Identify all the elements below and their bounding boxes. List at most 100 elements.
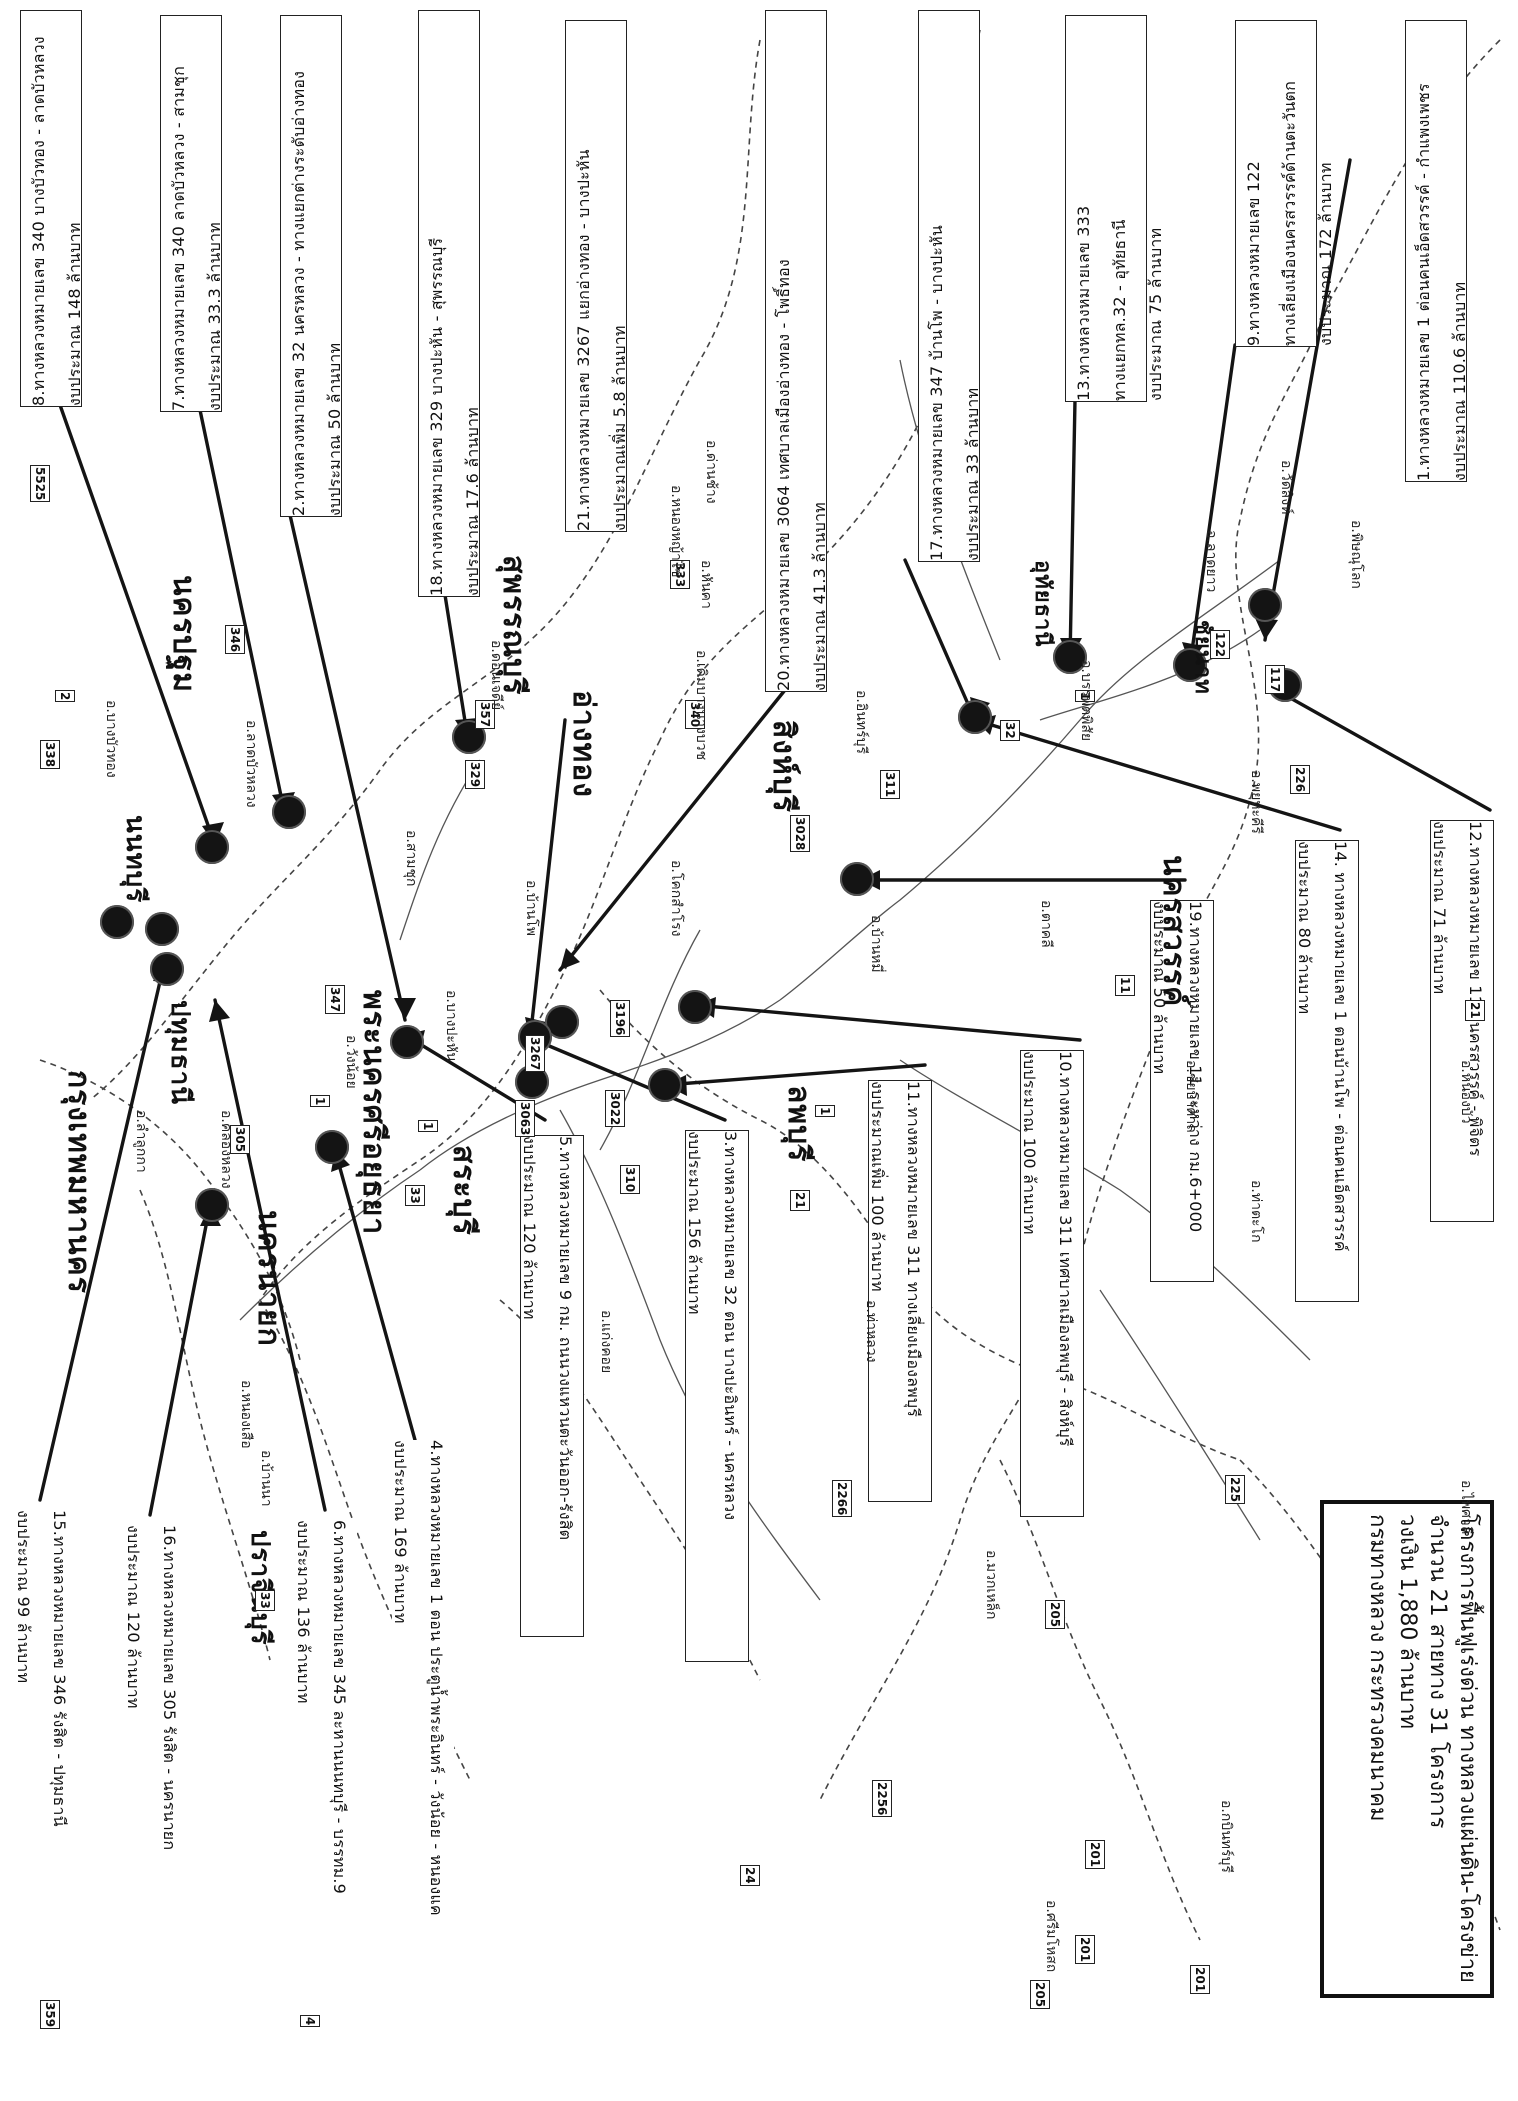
project-title: 12.ทางหลวงหมายเลข 117 นครสวรรค์ - พิจิตร bbox=[1466, 821, 1485, 1157]
project-title: 2.ทางหลวงหมายเลข 32 นครหลวง - ทางแยกต่าง… bbox=[289, 70, 308, 516]
project-budget: งบประมาณ 156 ล้านบาท bbox=[685, 1131, 704, 1315]
province-label: อ่างทอง bbox=[566, 690, 601, 798]
district-label: อ.ท่าหลวง bbox=[863, 1300, 879, 1363]
highway-shield: 11 bbox=[1115, 975, 1135, 996]
project-sub: ทางเลี่ยงเมืองนครสวรรค์ด้านตะวันตก bbox=[1280, 80, 1299, 346]
project-box-2: 2.ทางหลวงหมายเลข 32 นครหลวง - ทางแยกต่าง… bbox=[280, 15, 344, 517]
project-dot bbox=[678, 990, 712, 1024]
project-box-7: 7.ทางหลวงหมายเลข 340 ลาดบัวหลวง - สามชุก… bbox=[160, 15, 224, 412]
highway-shield: 5525 bbox=[30, 465, 50, 503]
project-title: 20.ทางหลวงหมายเลข 3064 เทศบาลเมืองอ่างทอ… bbox=[774, 259, 793, 691]
highway-shield: 21 bbox=[1465, 1000, 1485, 1021]
district-label: อ.ชัยบาดาล bbox=[1183, 1060, 1199, 1133]
project-dot bbox=[1173, 648, 1207, 682]
project-title: 17.ทางหลวงหมายเลข 347 บ้านโพ - บางปะหัน bbox=[927, 224, 946, 561]
district-label: อ.ตาคลี bbox=[1038, 900, 1054, 948]
highway-shield: 338 bbox=[40, 740, 60, 770]
district-label: อ.ไพศาลี bbox=[1458, 1480, 1474, 1535]
district-label: อ.บ้านนา bbox=[258, 1450, 274, 1507]
district-label: อ.กบินทร์บุรี bbox=[1218, 1800, 1234, 1873]
project-dot bbox=[272, 795, 306, 829]
project-box-5: 5.ทางหลวงหมายเลข 9 กม. ถนนวงแหวนตะวันออก… bbox=[520, 1135, 584, 1637]
district-label: อ.พิษณุโลก bbox=[1348, 520, 1364, 589]
highway-shield: 3267 bbox=[525, 1035, 545, 1073]
project-dot bbox=[150, 952, 184, 986]
district-label: อ.บ้านหมี่ bbox=[868, 915, 884, 973]
district-label: อ.ศรีมโหสถ bbox=[1043, 1900, 1059, 1973]
district-label: อ.บ้านโพ bbox=[523, 880, 539, 936]
district-label: อ.คลองหลวง bbox=[218, 1110, 234, 1189]
district-label: อ.ด่านช้าง bbox=[703, 440, 719, 504]
title-line: โครงการฟื้นฟูเร่งด่วน ทางหลวงแผ่นดิน-โคร… bbox=[1455, 1514, 1480, 1983]
highway-shield: 225 bbox=[1225, 1475, 1245, 1505]
project-dot bbox=[648, 1068, 682, 1102]
district-label: อ.หันคา bbox=[698, 560, 714, 609]
highway-shield: 340 bbox=[685, 700, 705, 730]
project-title: 13.ทางหลวงหมายเลข 333 bbox=[1074, 205, 1093, 401]
district-label: อ.วัดสิงห์ bbox=[1278, 460, 1294, 515]
project-box-18: 18.ทางหลวงหมายเลข 329 บางปะหัน - สุพรรณบ… bbox=[418, 10, 482, 597]
district-label: อ.หนองเสือ bbox=[238, 1380, 254, 1449]
project-title: 3.ทางหลวงหมายเลข 32 ตอน บางปะอินทร์ - นค… bbox=[721, 1131, 740, 1521]
highway-shield: 33 bbox=[405, 1185, 425, 1206]
highway-shield: 201 bbox=[1085, 1840, 1105, 1870]
highway-shield: 21 bbox=[790, 1190, 810, 1211]
project-budget: งบประมาณ 148 ล้านบาท bbox=[65, 222, 84, 406]
highway-shield: 346 bbox=[225, 625, 245, 655]
project-dot bbox=[1053, 640, 1087, 674]
highway-shield: 1 bbox=[1075, 690, 1095, 703]
highway-shield: 33 bbox=[255, 1590, 275, 1611]
project-title: 5.ทางหลวงหมายเลข 9 กม. ถนนวงแหวนตะวันออก… bbox=[556, 1136, 575, 1541]
project-budget: งบประมาณ 17.6 ล้านบาท bbox=[463, 407, 482, 596]
project-box-15: 15.ทางหลวงหมายเลข 346 รังสิต - ปทุมธานี … bbox=[14, 1510, 77, 1910]
district-label: อ.วังน้อย bbox=[343, 1035, 359, 1089]
highway-shield: 226 bbox=[1290, 765, 1310, 795]
province-label: ลพบุรี bbox=[781, 1085, 816, 1163]
project-budget: งบประมาณ 33.3 ล้านบาท bbox=[205, 222, 224, 411]
project-box-10: 10.ทางหลวงหมายเลข 311 เทศบาลเมืองลพบุรี … bbox=[1020, 1050, 1084, 1517]
highway-shield: 205 bbox=[1030, 1980, 1050, 2010]
district-label: อ.ดอนเจดีย์ bbox=[488, 640, 504, 711]
highway-shield: 3196 bbox=[610, 1000, 630, 1038]
project-box-21: 21.ทางหลวงหมายเลข 3267 แยกอ่างทอง - บางป… bbox=[565, 20, 629, 532]
district-label: อ.บางปะหัน bbox=[443, 990, 459, 1062]
highway-shield: 122 bbox=[1210, 630, 1230, 660]
highway-shield: 1 bbox=[310, 1095, 330, 1108]
district-label: อ.แก่งคอย bbox=[598, 1310, 614, 1374]
project-title: 11.ทางหลวงหมายเลข 311 ทางเลี่ยงเมืองลพบุ… bbox=[904, 1081, 923, 1418]
project-dot bbox=[195, 1188, 229, 1222]
project-box-14: 14. ทางหลวงหมายเลข 1 ตอนบ้านโพ - ต่อนคนเ… bbox=[1295, 840, 1359, 1302]
highway-shield: 2 bbox=[55, 690, 75, 703]
highway-shield: 3022 bbox=[605, 1090, 625, 1128]
title-box: โครงการฟื้นฟูเร่งด่วน ทางหลวงแผ่นดิน-โคร… bbox=[1320, 1500, 1494, 1998]
project-title: 21.ทางหลวงหมายเลข 3267 แยกอ่างทอง - บางป… bbox=[574, 149, 593, 531]
highway-shield: 311 bbox=[880, 770, 900, 800]
highway-shield: 4 bbox=[300, 2015, 320, 2028]
project-budget: งบประมาณ 136 ล้านบาท bbox=[294, 1520, 313, 1704]
project-title: 9.ทางหลวงหมายเลข 122 bbox=[1244, 160, 1263, 346]
highway-shield: 310 bbox=[620, 1165, 640, 1195]
district-label: อ.ลาดยาว bbox=[1203, 530, 1219, 593]
highway-shield: 117 bbox=[1265, 665, 1285, 695]
project-dot bbox=[1248, 588, 1282, 622]
project-title: 10.ทางหลวงหมายเลข 311 เทศบาลเมืองลพบุรี … bbox=[1056, 1051, 1075, 1447]
project-budget: งบประมาณ 169 ล้านบาท bbox=[391, 1440, 410, 1624]
project-title: 1.ทางหลวงหมายเลข 1 ต่อนคนเอ็ดสวรรค์ - กำ… bbox=[1414, 83, 1433, 481]
district-label: อ.สามชุก bbox=[403, 830, 419, 887]
province-label: นครปฐม bbox=[166, 575, 201, 694]
highway-shield: 333 bbox=[670, 560, 690, 590]
project-title: 16.ทางหลวงหมายเลข 305 รังสิต - นครนายก bbox=[160, 1525, 179, 1851]
highway-shield: 32 bbox=[1000, 720, 1020, 741]
project-dot bbox=[390, 1025, 424, 1059]
project-box-16: 16.ทางหลวงหมายเลข 305 รังสิต - นครนายก ง… bbox=[124, 1525, 187, 1935]
project-budget: งบประมาณ 75 ล้านบาท bbox=[1146, 227, 1165, 401]
province-label: กรุงเทพมหานคร bbox=[61, 1070, 96, 1294]
project-title: 8.ทางหลวงหมายเลข 340 บางบัวทอง - ลาดบัวห… bbox=[29, 36, 48, 406]
highway-shield: 329 bbox=[465, 760, 485, 790]
project-dot bbox=[100, 905, 134, 939]
project-budget: งบประมาณ 110.6 ล้านบาท bbox=[1450, 281, 1469, 481]
district-label: อ.ท่าตะโก bbox=[1248, 1180, 1264, 1243]
project-dot bbox=[195, 830, 229, 864]
project-title: 15.ทางหลวงหมายเลข 346 รังสิต - ปทุมธานี bbox=[50, 1510, 69, 1827]
title-line: วงเงิน 1,880 ล้านบาท bbox=[1395, 1514, 1420, 1730]
